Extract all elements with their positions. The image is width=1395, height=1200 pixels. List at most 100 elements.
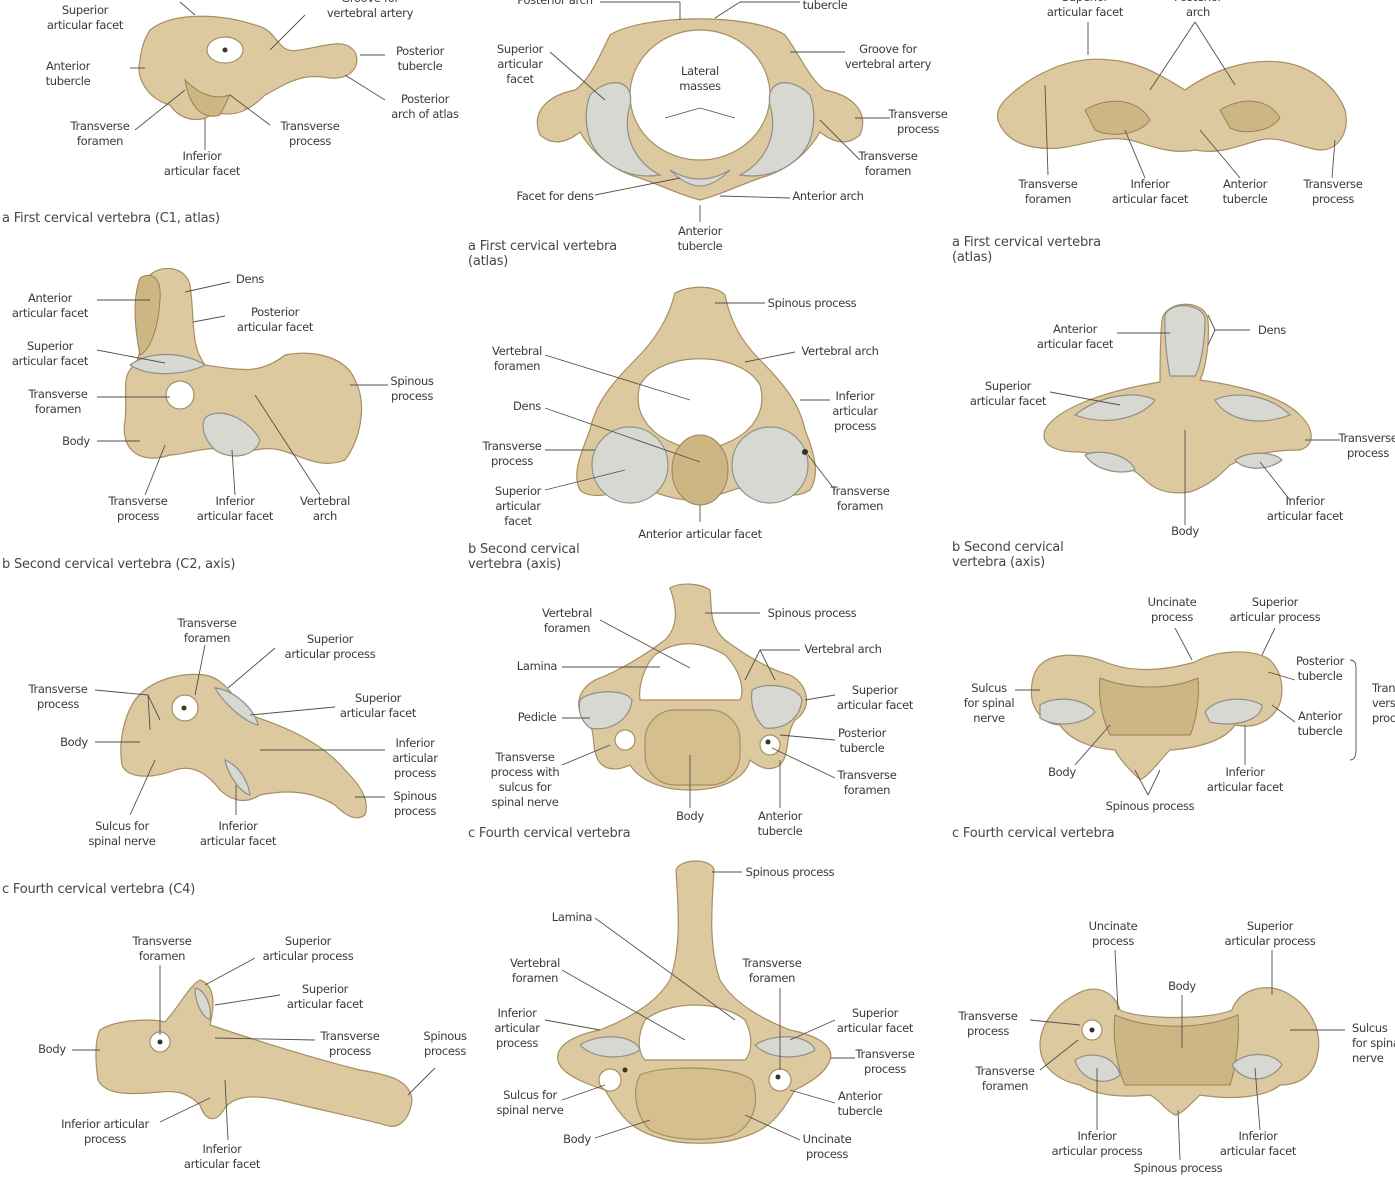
label-spinous-process: Spinous process (1106, 799, 1195, 813)
label-vertebral-arch: Vertebral arch (801, 344, 878, 358)
figure-c1-atlas-lateral (138, 15, 358, 121)
figure-c7-superior (557, 860, 832, 1144)
leaders-3c (1015, 627, 1357, 796)
figure-c4-anterior (1030, 651, 1283, 781)
label-spinous-process: Spinous process (746, 865, 835, 879)
label-body: Body (1048, 765, 1076, 779)
leaders-1c (94, 644, 385, 816)
caption-1b: b Second cervical vertebra (C2, axis) (2, 557, 235, 572)
caption-2a: a First cervical vertebra(atlas) (468, 239, 617, 269)
figure-c4-lateral (120, 673, 367, 819)
label-lamina: Lamina (552, 910, 592, 924)
figure-c2-axis-lateral (123, 267, 363, 464)
caption-1c: c Fourth cervical vertebra (C4) (2, 882, 195, 897)
caption-2c: c Fourth cervical vertebra (468, 826, 630, 841)
leaders-1a (130, 1, 386, 150)
leaders-2b (544, 302, 836, 522)
label-lamina: Lamina (517, 659, 557, 673)
leaders-3a (1044, 21, 1336, 179)
leaders-3d (1029, 949, 1345, 1161)
label-dens: Dens (513, 399, 541, 413)
label-body: Body (62, 434, 90, 448)
figure-c7-anterior (1039, 987, 1320, 1116)
label-anterior-arch: Anterior arch (792, 189, 863, 203)
caption-1a: a First cervical vertebra (C1, atlas) (2, 211, 220, 226)
label-body: Body (1171, 524, 1199, 538)
caption-3c: c Fourth cervical vertebra (952, 826, 1114, 841)
label-body: Body (676, 809, 704, 823)
leaders-2d (544, 871, 855, 1141)
figure-c7-lateral (95, 979, 413, 1127)
leaders-2a (549, 1, 890, 222)
label-dens: Dens (1258, 323, 1286, 337)
label-body: Body (60, 735, 88, 749)
leaders-2c (561, 612, 836, 808)
figure-atlas-anterior (996, 58, 1347, 152)
label-spinous-process: Spinous process (1134, 1161, 1223, 1175)
figure-c4-superior (578, 583, 808, 791)
leaders-1b (96, 281, 388, 496)
